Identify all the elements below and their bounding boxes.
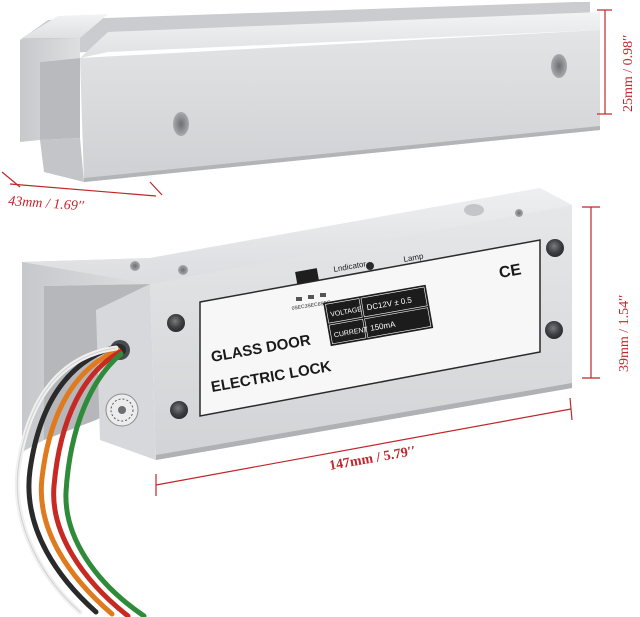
dimension-label-39mm: 39mm / 1.54′′	[617, 295, 632, 372]
screw-icon	[545, 321, 563, 339]
dimension-width-bracket: 43mm / 1.69′′	[1, 171, 163, 214]
dimension-label-147mm: 147mm / 5.79′′	[328, 444, 417, 474]
screw-icon	[167, 314, 185, 332]
screw-icon	[170, 401, 188, 419]
delay-label-0: 0SEC	[291, 304, 305, 312]
mounting-hole-left	[173, 112, 189, 136]
spec-table: VOLTAGE DC12V ± 0.5 CURRENT 150mA	[323, 284, 434, 347]
screw-icon	[546, 239, 564, 257]
adjustment-dial	[105, 393, 139, 427]
lamp-label: Lamp	[403, 252, 425, 264]
ce-mark: CE	[498, 261, 523, 282]
dimension-height-bracket: 25mm / 0.98′′	[597, 9, 636, 115]
lock-body: Lndicator Lamp 0SEC 3SEC 6SEC CE GLASS D…	[22, 188, 572, 460]
u-bracket	[20, 2, 600, 182]
mounting-hole-right	[551, 54, 567, 78]
dimension-label-25mm: 25mm / 0.98′′	[621, 35, 636, 112]
delay-label-3: 3SEC	[304, 302, 318, 310]
dimension-label-43mm: 43mm / 1.69′′	[8, 194, 86, 214]
dimension-height-body: 39mm / 1.54′′	[582, 206, 632, 379]
current-value: 150mA	[370, 320, 397, 333]
lead-wires	[14, 343, 147, 617]
